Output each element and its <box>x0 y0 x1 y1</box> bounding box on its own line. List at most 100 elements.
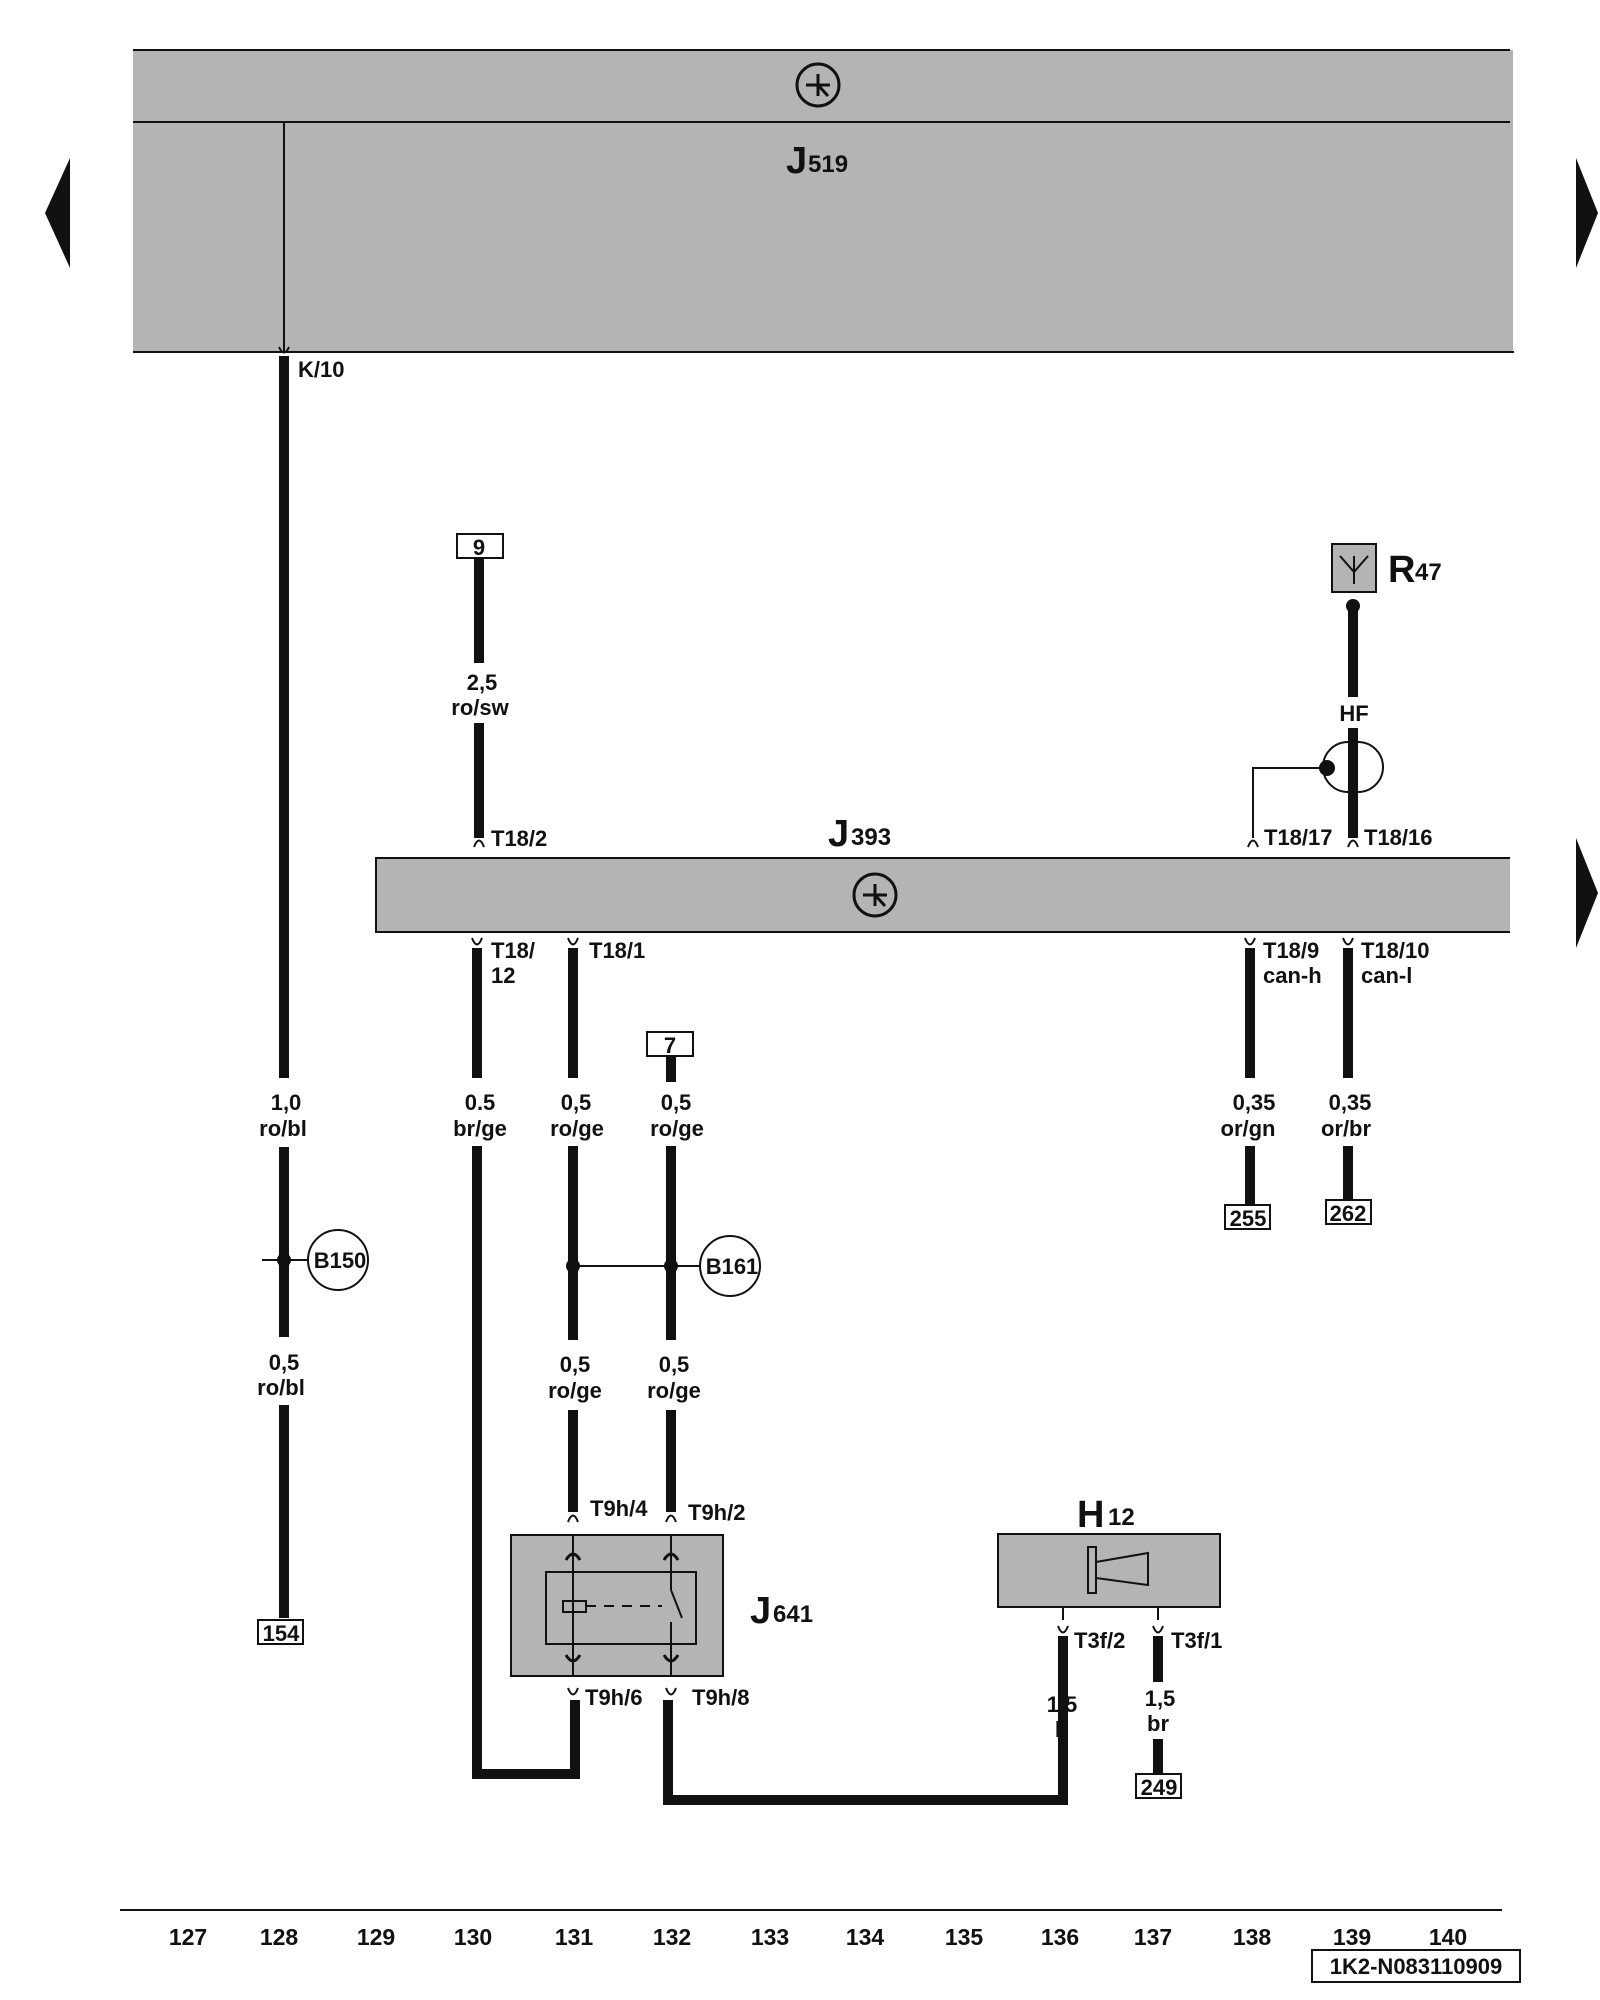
pin-t18-10-signal: can-l <box>1361 963 1412 988</box>
pin-t18-1-marker <box>567 937 579 946</box>
pin-t9h-8-marker <box>665 1687 677 1696</box>
grid-number: 136 <box>1041 1924 1079 1950</box>
pin-t9h-4: T9h/4 <box>590 1496 648 1521</box>
pin-k10-marker <box>278 346 290 354</box>
pin-t9h-8: T9h/8 <box>692 1685 749 1710</box>
wire-k10-size: 1,0 <box>271 1090 302 1115</box>
wire-t9h2-size: 0,5 <box>659 1352 690 1377</box>
pin-t3f-1: T3f/1 <box>1171 1628 1222 1653</box>
connector-b150-label: B150 <box>314 1248 367 1273</box>
grid-number: 137 <box>1134 1924 1172 1950</box>
wire-t9h4-size: 0,5 <box>560 1352 591 1377</box>
grid-number: 139 <box>1333 1924 1371 1950</box>
relay-switch-icon <box>562 1589 683 1619</box>
ref-249-label: 249 <box>1141 1775 1178 1800</box>
wire-t3f2-color: li <box>1055 1717 1067 1742</box>
wire-9-size: 2,5 <box>467 670 498 695</box>
wire-t3f2-size: 1,5 <box>1047 1692 1078 1717</box>
grid-number: 130 <box>454 1924 492 1950</box>
wire-k10-color: ro/bl <box>259 1116 307 1141</box>
wire-t18-10-size: 0,35 <box>1329 1090 1372 1115</box>
j641-letter: J <box>750 1590 771 1632</box>
horn-icon <box>1087 1546 1149 1594</box>
wire-k10b-color: ro/bl <box>257 1375 305 1400</box>
pin-t9h-4-marker <box>567 1514 579 1523</box>
pin-t3f-1-marker <box>1152 1625 1164 1634</box>
ref-box-255[interactable] <box>1224 1204 1271 1230</box>
j393-letter: J <box>828 813 849 855</box>
next-page-arrow-icon[interactable] <box>1576 158 1598 268</box>
ref-7-label: 7 <box>664 1033 676 1058</box>
pin-t18-12-marker <box>471 937 483 946</box>
r47-sub: 47 <box>1415 559 1442 586</box>
pin-t18-2: T18/2 <box>491 826 547 851</box>
ref-255-label: 255 <box>1230 1206 1267 1231</box>
pin-t18-12-b: 12 <box>491 963 515 988</box>
wire-t9h8-to-h12[interactable] <box>663 1650 1068 1805</box>
ref-9-label: 9 <box>473 535 485 560</box>
wire-9-color: ro/sw <box>451 695 509 720</box>
ref-154-label: 154 <box>263 1621 300 1646</box>
r47-letter: R <box>1388 549 1415 591</box>
ref-box-154[interactable] <box>257 1619 304 1645</box>
wire-t9h4-color: ro/ge <box>548 1378 602 1403</box>
pin-t18-16-marker <box>1347 839 1359 848</box>
pin-t18-10-marker <box>1342 937 1354 946</box>
h12-letter: H <box>1077 1494 1104 1536</box>
pin-t18-16: T18/16 <box>1364 825 1433 850</box>
connector-b161-label: B161 <box>706 1254 759 1279</box>
control-unit-j519: J 519 <box>133 49 1514 353</box>
wire-t18-9-size: 0,35 <box>1233 1090 1276 1115</box>
ref-box-249[interactable] <box>1135 1773 1182 1799</box>
grid-number: 128 <box>260 1924 299 1950</box>
j641-sub: 641 <box>773 1601 813 1628</box>
pin-t18-9-marker <box>1244 937 1256 946</box>
pin-t18-12-a: T18/ <box>491 938 535 963</box>
wire-t18-1-size: 0,5 <box>561 1090 592 1115</box>
pin-t18-17-marker <box>1247 839 1259 848</box>
pin-k10: K/10 <box>298 357 344 382</box>
pin-t18-10: T18/10 <box>1361 938 1430 963</box>
control-unit-j393: J 393 <box>375 813 1510 933</box>
wire-t3f1-color: br <box>1147 1711 1169 1736</box>
pin-t18-17: T18/17 <box>1264 825 1333 850</box>
grid-number: 127 <box>169 1924 207 1950</box>
ref-box-262[interactable] <box>1325 1199 1372 1225</box>
wire-t18-12-color: br/ge <box>453 1116 507 1141</box>
pin-t3f-2-marker <box>1057 1625 1069 1634</box>
electronic-module-icon <box>852 872 898 918</box>
relay-j641: J 641 <box>510 1534 813 1677</box>
h12-sub: 12 <box>1108 1504 1135 1531</box>
connector-b150: B150 <box>262 1229 369 1291</box>
wire-t18-12-lower[interactable] <box>472 1146 580 1779</box>
ref-262-label: 262 <box>1330 1201 1367 1226</box>
diagram-id: 1K2-N083110909 <box>1330 1954 1502 1979</box>
shield-coax-icon <box>1252 741 1384 838</box>
j519-sub: 519 <box>808 151 848 178</box>
pin-t18-9: T18/9 <box>1263 938 1319 963</box>
grid-number: 140 <box>1429 1924 1467 1950</box>
prev-page-arrow-icon[interactable] <box>45 158 70 268</box>
grid-number: 132 <box>653 1924 691 1950</box>
wire-t18-9-color: or/gn <box>1221 1116 1276 1141</box>
antenna-icon <box>1339 555 1369 584</box>
electronic-module-icon <box>795 62 841 108</box>
wire-t9h2-color: ro/ge <box>647 1378 701 1403</box>
wire-t18-1-color: ro/ge <box>550 1116 604 1141</box>
pin-t3f-2: T3f/2 <box>1074 1628 1125 1653</box>
pin-t9h-2: T9h/2 <box>688 1500 745 1525</box>
grid-number: 131 <box>555 1924 594 1950</box>
wire-t3f1-size: 1,5 <box>1145 1686 1176 1711</box>
wire-7-color: ro/ge <box>650 1116 704 1141</box>
pin-t18-1: T18/1 <box>589 938 645 963</box>
grid-number: 129 <box>357 1924 395 1950</box>
antenna-r47: R 47 <box>1331 543 1442 593</box>
grid-number: 133 <box>751 1924 789 1950</box>
grid-number: 134 <box>846 1924 885 1950</box>
diagram-id-box <box>1311 1949 1521 1983</box>
next-page-arrow-icon-lower[interactable] <box>1576 838 1598 948</box>
pin-t9h-6: T9h/6 <box>585 1685 642 1710</box>
j393-sub: 393 <box>851 824 891 851</box>
